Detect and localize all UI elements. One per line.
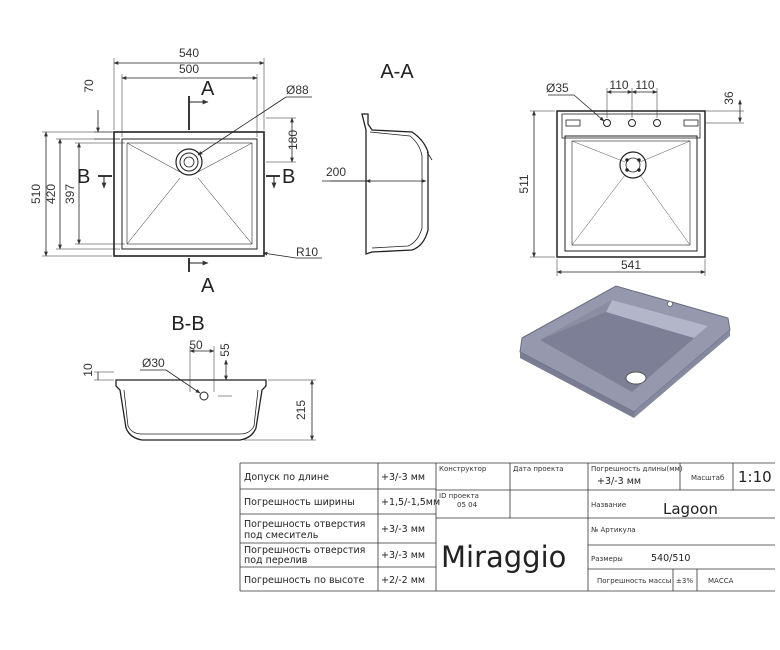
sizes-value: 540/510 (651, 553, 690, 564)
dim-right-width: 541 (621, 258, 641, 272)
mass-tolerance-label: Погрешность массы (597, 577, 671, 585)
tol-label-4b: под перелив (244, 555, 308, 566)
dim-offset-right: 180 (286, 130, 300, 150)
tol-label-4a: Погрешность отверстия (244, 545, 365, 556)
scale-label: Масштаб (691, 474, 724, 482)
overflow-hole (199, 391, 209, 401)
section-a-a-title: A-A (380, 61, 414, 83)
drain-outer (175, 148, 203, 176)
length-tolerance-label: Погрешность длины(мм) (591, 465, 683, 473)
designer-label: Конструктор (439, 465, 487, 473)
section-b-b-title: B-B (171, 313, 204, 335)
sink-outline-outer (113, 131, 265, 257)
date-label: Дата проекта (513, 465, 564, 473)
brand-logo: Miraggio (441, 540, 566, 574)
render-highlight (606, 300, 708, 338)
article-label: № Артикула (591, 526, 636, 534)
dim-offset-top: 70 (82, 79, 96, 93)
right-drain (619, 151, 647, 179)
cut-label-a-top: A (201, 78, 215, 100)
dim-height-inner: 397 (63, 184, 77, 204)
right-outline-outer (556, 110, 706, 258)
dim-right-height: 511 (517, 174, 531, 193)
tol-value-1: +3/-3 мм (381, 472, 425, 483)
right-view (530, 88, 744, 276)
project-id-label: ID проекта (439, 492, 479, 500)
dim-corner-radius: R10 (296, 245, 318, 259)
tol-label-5: Погрешность по высоте (244, 575, 365, 586)
dim-overflow-diameter: Ø30 (142, 356, 165, 370)
tol-value-5: +2/-2 мм (381, 575, 425, 586)
dim-overflow-height: 55 (218, 343, 232, 357)
tol-value-3: +3/-3 мм (381, 524, 425, 535)
dim-height-mid: 420 (44, 184, 58, 204)
cut-label-b-left: B (77, 166, 90, 188)
sink-render-3d (519, 285, 731, 418)
dim-section-depth: 200 (326, 165, 346, 179)
dim-rim: 10 (81, 363, 95, 377)
dim-drain-diameter: Ø88 (286, 83, 309, 97)
mass-tolerance-value: ±3% (676, 577, 693, 585)
drain-inner (179, 152, 199, 172)
sizes-label: Размеры (591, 555, 623, 563)
sink-bowl-floor (126, 142, 253, 245)
project-id-value: 05 04 (457, 501, 478, 509)
tol-value-2: +1,5/-1,5мм (381, 497, 440, 508)
dim-height-outer: 510 (29, 184, 43, 204)
sink-bowl (121, 138, 258, 250)
tol-label-3a: Погрешность отверстия (244, 519, 365, 530)
dim-width-inner: 500 (179, 62, 199, 76)
tol-label-2: Погрешность ширины (244, 497, 355, 508)
top-view (42, 58, 322, 272)
name-value: Lagoon (663, 500, 718, 518)
tol-label-1: Допуск по длине (244, 472, 329, 483)
tol-label-3b: под смеситель (244, 530, 319, 541)
dim-hole-diameter: Ø35 (546, 81, 569, 95)
scale-value: 1:10 (738, 468, 772, 486)
dim-width-outer: 540 (179, 46, 199, 60)
dim-bb-depth: 215 (294, 400, 308, 420)
name-label: Название (591, 501, 626, 509)
length-tolerance-value: +3/-3 мм (597, 476, 641, 487)
cut-label-a-bottom: A (201, 275, 215, 297)
section-b-b (94, 346, 316, 441)
dim-spacing-right: 110 (635, 78, 654, 92)
title-block (239, 462, 775, 592)
right-bowl (564, 135, 698, 252)
mass-label: МАССА (708, 577, 734, 585)
cut-label-b-right: B (282, 166, 295, 188)
dim-deck-height: 36 (722, 91, 736, 105)
dim-spacing-left: 110 (609, 78, 628, 92)
dim-overflow-offset: 50 (189, 338, 203, 352)
section-a-a (322, 113, 433, 255)
tol-value-4: +3/-3 мм (381, 550, 425, 561)
